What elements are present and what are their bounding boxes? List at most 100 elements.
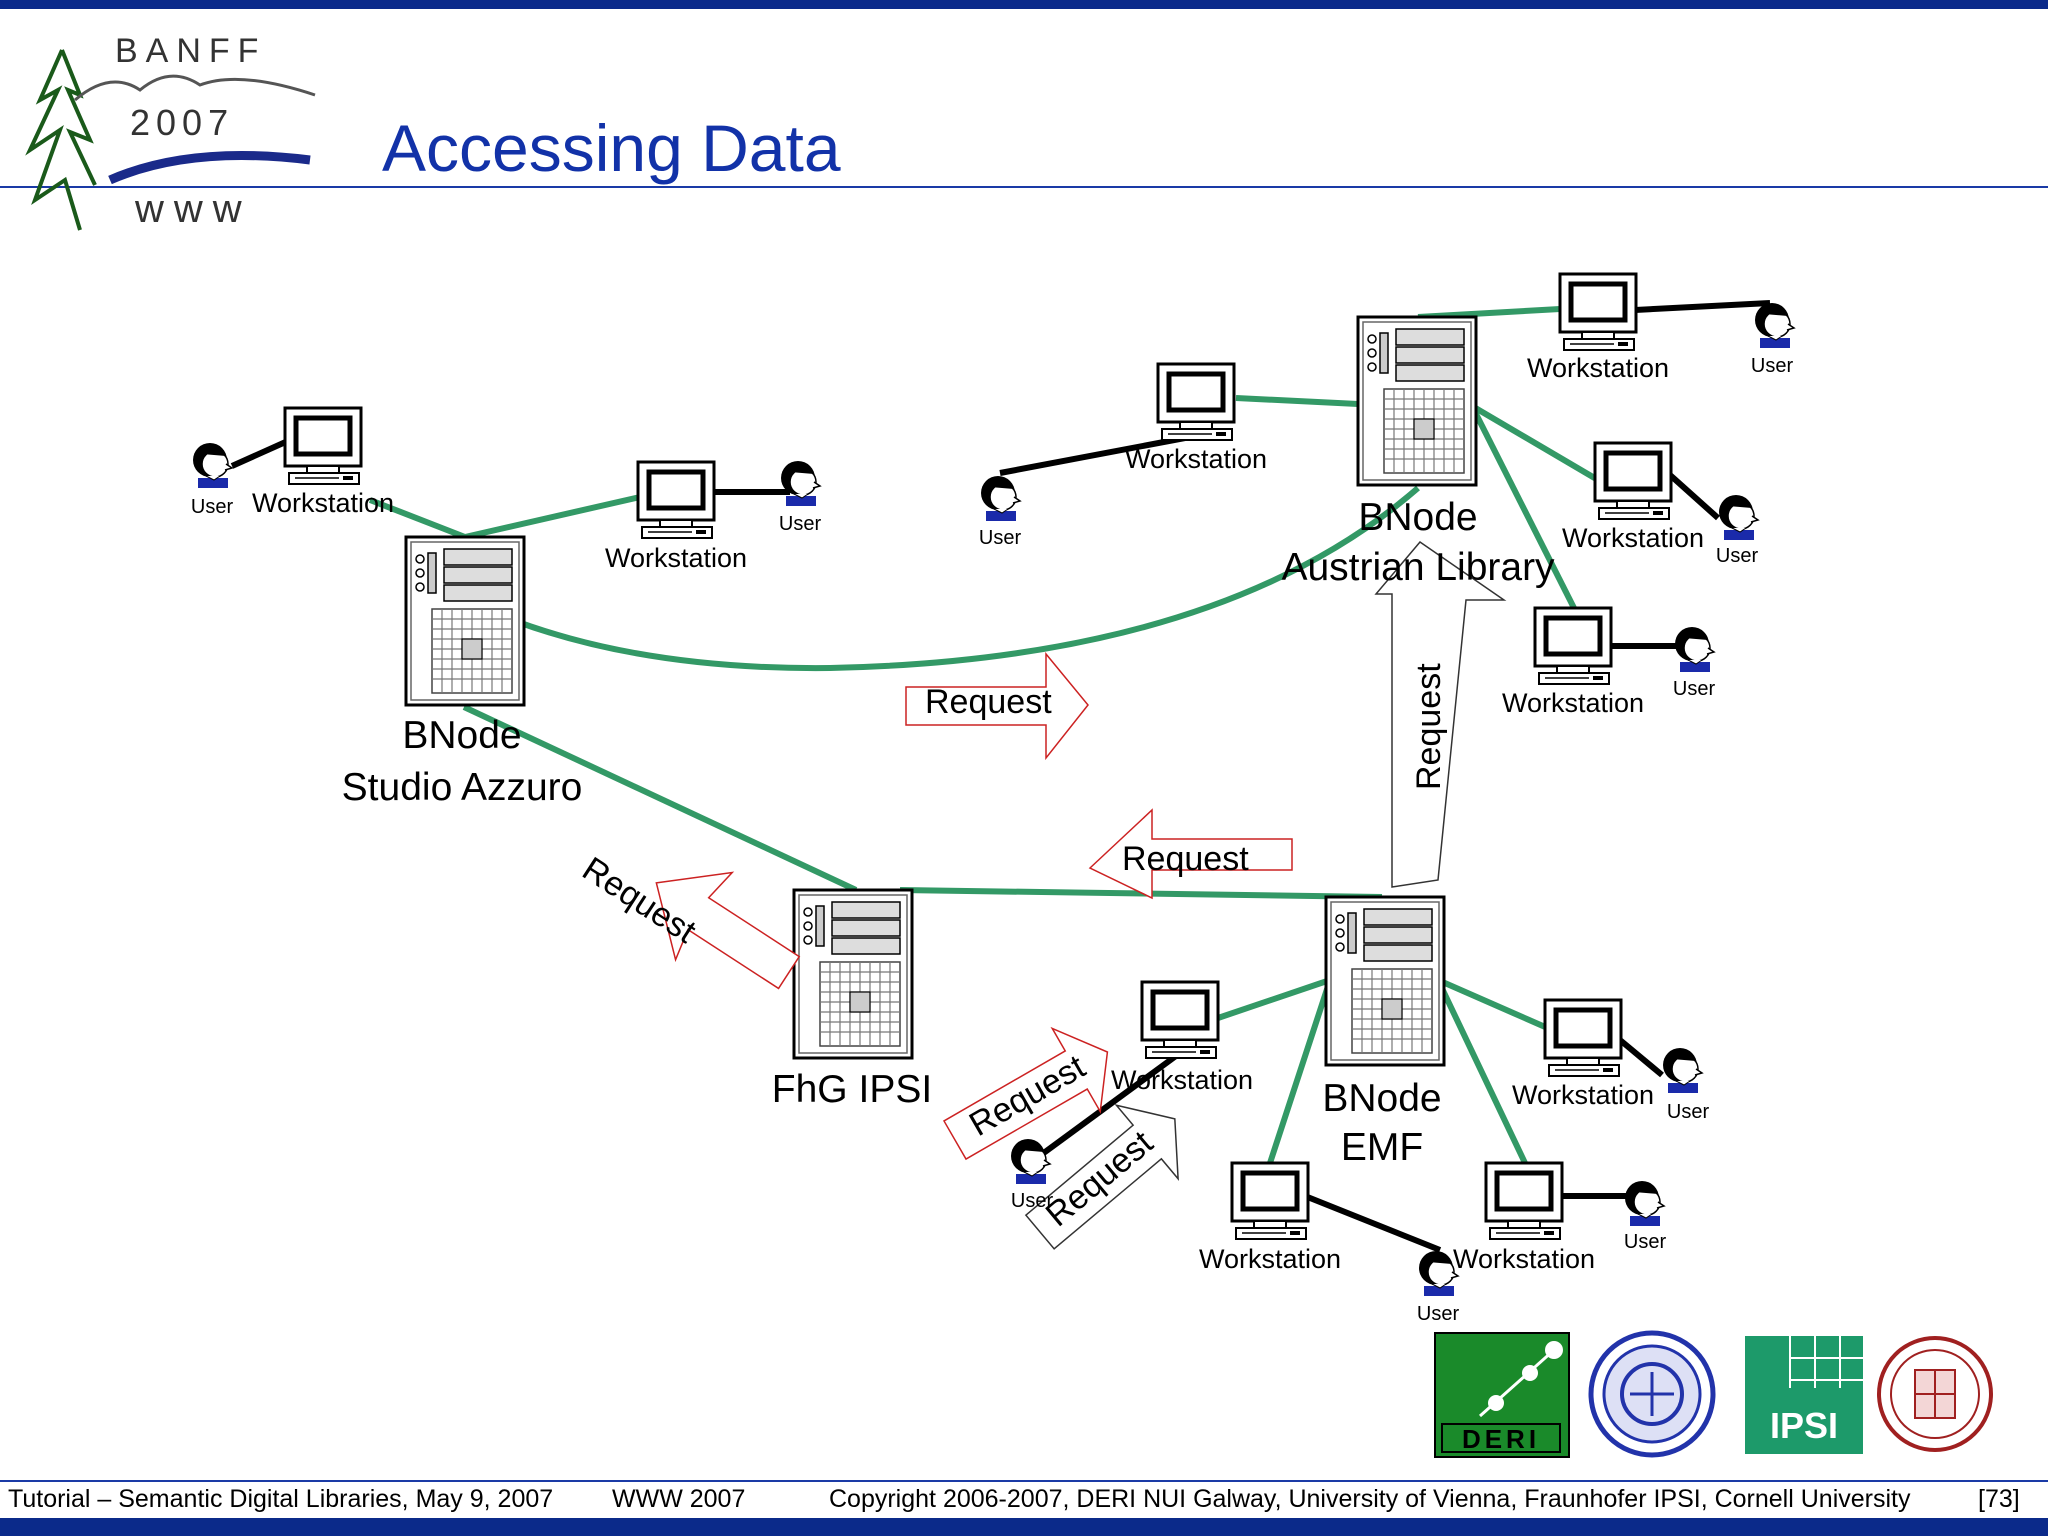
user-icon bbox=[192, 442, 233, 489]
workstation-icon bbox=[1595, 443, 1671, 519]
workstation-label: Workstation bbox=[252, 488, 394, 518]
user-icon bbox=[1010, 1138, 1051, 1185]
workstation-label: Workstation bbox=[1527, 353, 1669, 383]
partner-logos: DERI IPSI bbox=[1434, 1330, 1993, 1458]
workstation-icon bbox=[1486, 1163, 1562, 1239]
user-label: User bbox=[1667, 1101, 1710, 1123]
network-diagram: BNode Studio Azzuro BNode Austrian Libra… bbox=[191, 0, 1795, 1325]
logo-bottom-text: www bbox=[134, 187, 252, 231]
workstation-icon bbox=[638, 462, 714, 538]
page-title: Accessing Data bbox=[382, 111, 841, 185]
link-emf-wsF bbox=[1267, 979, 1333, 1164]
link-studio-austrian bbox=[516, 485, 1420, 672]
tree-icon bbox=[25, 49, 97, 231]
request-arrow-up bbox=[1374, 540, 1507, 888]
user-label: User bbox=[1716, 545, 1759, 567]
request-label-up: Request bbox=[1410, 663, 1448, 790]
user-label: User bbox=[1673, 678, 1716, 700]
logo-year-text: 2007 bbox=[130, 102, 234, 143]
workstation-icon bbox=[1232, 1163, 1308, 1239]
workstation-label: Workstation bbox=[1562, 523, 1704, 553]
user-icon bbox=[1662, 1047, 1703, 1094]
mountain-icon bbox=[74, 74, 316, 102]
link-emf-wsE bbox=[1217, 977, 1331, 1021]
node-labels: BNode Studio Azzuro BNode Austrian Libra… bbox=[342, 496, 1555, 1169]
user-label: User bbox=[1417, 1303, 1460, 1325]
user-icon bbox=[1624, 1180, 1665, 1227]
request-label-right: Request bbox=[925, 683, 1052, 721]
top-bar bbox=[0, 0, 2048, 9]
bnode-studio-label-2: Studio Azzuro bbox=[342, 766, 583, 809]
deri-logo: DERI bbox=[1434, 1332, 1570, 1458]
server-icon bbox=[404, 535, 526, 707]
bnode-austrian-label-2: Austrian Library bbox=[1281, 546, 1555, 589]
user-icon bbox=[780, 460, 821, 507]
link-aus-wsA bbox=[1235, 395, 1359, 407]
request-label-left: Request bbox=[1122, 840, 1249, 878]
workstation-label: Workstation bbox=[1111, 1065, 1253, 1095]
wave-icon bbox=[108, 151, 311, 185]
workstation-icon bbox=[1545, 1000, 1621, 1076]
logo-top-text: BANFF bbox=[115, 32, 266, 70]
user-icon bbox=[980, 475, 1021, 522]
user-icon bbox=[1718, 494, 1759, 541]
bottom-bar bbox=[0, 1518, 2048, 1536]
workstation-label: Workstation bbox=[1512, 1080, 1654, 1110]
server-icon bbox=[1324, 895, 1446, 1067]
workstation-label: Workstation bbox=[1125, 444, 1267, 474]
workstation-label: Workstation bbox=[605, 543, 747, 573]
user-icon bbox=[1674, 626, 1715, 673]
user-icon bbox=[1754, 302, 1795, 349]
workstation-icon bbox=[1535, 608, 1611, 684]
request-arrow-left bbox=[1088, 808, 1293, 900]
workstation-icon bbox=[1158, 364, 1234, 440]
request-arrow-diagonal bbox=[655, 871, 801, 990]
workstation-label: Workstation bbox=[1502, 688, 1644, 718]
request-arrow-lower-2 bbox=[1024, 1103, 1179, 1250]
link-aus-wsD bbox=[1469, 404, 1578, 612]
footer-event: WWW 2007 bbox=[612, 1485, 746, 1513]
user-label: User bbox=[191, 496, 234, 518]
request-arrow-right bbox=[905, 651, 1089, 761]
link-studio-fhg bbox=[462, 704, 858, 893]
user-links bbox=[230, 300, 1771, 1253]
vienna-seal bbox=[1588, 1330, 1716, 1458]
link-aus-wsC bbox=[1470, 403, 1600, 483]
link-emf-wsG bbox=[1435, 978, 1528, 1165]
title-rule bbox=[0, 186, 2048, 188]
link-studio-ws2 bbox=[464, 494, 641, 540]
workstation-label: Workstation bbox=[1199, 1244, 1341, 1274]
link-emf-wsH bbox=[1436, 977, 1554, 1033]
workstation-icon bbox=[1560, 274, 1636, 350]
cornell-seal bbox=[1877, 1336, 1993, 1452]
request-labels: Request Request Request Request Request … bbox=[576, 663, 1448, 1234]
bnode-emf-label-1: BNode bbox=[1322, 1077, 1441, 1120]
bnode-austrian-label-1: BNode bbox=[1358, 496, 1477, 539]
user-label: User bbox=[979, 527, 1022, 549]
link-studio-ws1 bbox=[368, 497, 467, 540]
footer-tutorial: Tutorial – Semantic Digital Libraries, M… bbox=[8, 1485, 554, 1513]
workstation-labels: Workstation Workstation Workstation Work… bbox=[252, 353, 1704, 1274]
ipsi-logo: IPSI bbox=[1745, 1336, 1863, 1454]
request-arrow-lower-1 bbox=[942, 1026, 1109, 1161]
user-label: User bbox=[1624, 1231, 1667, 1253]
user-label: User bbox=[779, 513, 822, 535]
bnode-studio-label-1: BNode bbox=[402, 714, 521, 757]
server-icon bbox=[792, 888, 914, 1060]
workstation-icon bbox=[285, 408, 361, 484]
user-label: User bbox=[1011, 1190, 1054, 1212]
footer-rule bbox=[0, 1480, 2048, 1482]
fhg-ipsi-label: FhG IPSI bbox=[772, 1068, 932, 1111]
footer-page-number: [73] bbox=[1978, 1485, 2020, 1513]
server-icon bbox=[1356, 315, 1478, 487]
user-label: User bbox=[1751, 355, 1794, 377]
bnode-emf-label-2: EMF bbox=[1341, 1126, 1423, 1169]
footer-copyright: Copyright 2006-2007, DERI NUI Galway, Un… bbox=[829, 1485, 1911, 1513]
ipsi-logo-text: IPSI bbox=[1770, 1405, 1838, 1446]
workstation-label: Workstation bbox=[1453, 1244, 1595, 1274]
banff-logo: BANFF 2007 www bbox=[25, 32, 316, 231]
user-labels: User User User User User User User User … bbox=[191, 355, 1794, 1325]
workstation-icon bbox=[1142, 982, 1218, 1058]
deri-logo-text: DERI bbox=[1462, 1424, 1540, 1454]
